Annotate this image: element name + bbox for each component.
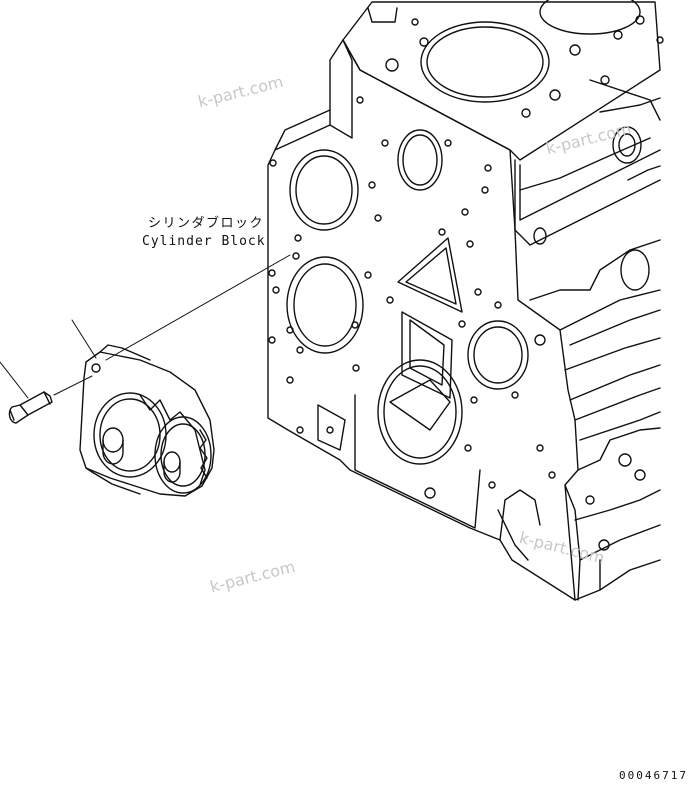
cylinder-block [267, 0, 664, 601]
drawing-number: 00046717 [619, 769, 688, 782]
leader-line-cylinder-block [105, 254, 291, 361]
mounting-bolt [8, 391, 53, 424]
oil-pump-assembly [79, 344, 215, 497]
leader-line-bolt [0, 361, 29, 399]
part-label-japanese: シリンダブロック [148, 216, 265, 231]
bolt-axis-line [53, 375, 93, 396]
leader-line-pump [71, 319, 97, 359]
part-label-english: Cylinder Block [142, 234, 266, 249]
